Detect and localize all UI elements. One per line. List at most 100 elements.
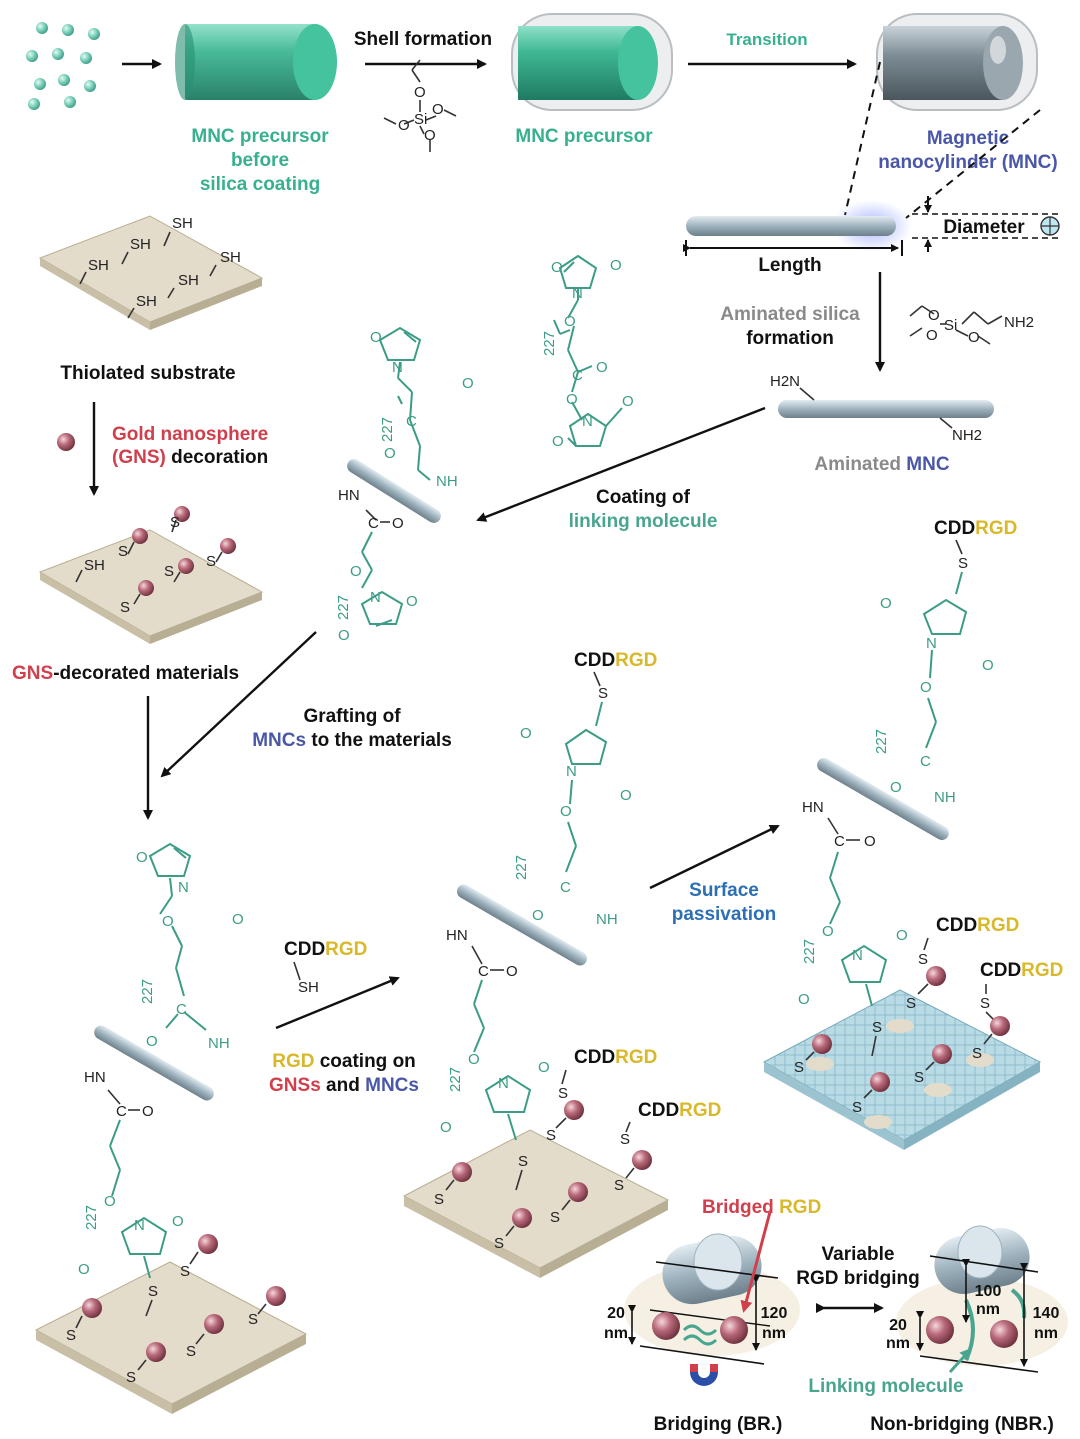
mnc-linker-o-5: O — [350, 563, 362, 580]
gns-label-line-2: (GNS) decoration — [112, 447, 268, 468]
graft-o-4: O — [146, 1033, 158, 1050]
center-repeat-1: 227 — [513, 855, 530, 880]
graft-o-5: O — [142, 1103, 154, 1120]
right-cdd-rgd-top: CDDRGD — [934, 518, 1017, 539]
gns-decoration-word: decoration — [166, 447, 268, 468]
right-o-5: O — [864, 833, 876, 850]
thiol-5: SH — [178, 272, 199, 289]
thiol-6: SH — [136, 293, 157, 310]
teos-oxygen-right: O — [432, 101, 444, 118]
right-s-8: S — [852, 1099, 862, 1116]
passivation-line-2: passivation — [672, 904, 777, 925]
grafting-mncs: MNCs — [252, 730, 306, 751]
diameter-label: Diameter — [943, 217, 1025, 238]
right-s-1: S — [872, 1019, 882, 1036]
mnc-before-line-3: silica coating — [200, 174, 320, 195]
center-cdd-top: CDD — [574, 650, 615, 671]
graft-s-6: S — [126, 1369, 136, 1386]
graft-repeat-2: 227 — [83, 1205, 100, 1230]
mnc-linker-n-2: N — [370, 589, 381, 606]
gns-sulfur-4: S — [120, 599, 130, 616]
right-c-2: C — [834, 833, 845, 850]
right-o-6: O — [822, 923, 834, 940]
center-s-4: S — [620, 1131, 630, 1148]
center-c-2: C — [478, 963, 489, 980]
center-nh: NH — [596, 911, 618, 928]
aptes-oxygen-top: O — [928, 307, 940, 324]
linker-c: C — [572, 367, 583, 384]
right-hn: HN — [802, 799, 824, 816]
graft-hn: HN — [84, 1069, 106, 1086]
gns-decorated-label: GNS-decorated materials — [12, 663, 239, 684]
mnc-linker-o-6: O — [406, 593, 418, 610]
center-repeat-2: 227 — [447, 1067, 464, 1092]
variable-line-2: RGD bridging — [796, 1268, 919, 1289]
center-o-3: O — [560, 803, 572, 820]
linker-repeat: 227 — [541, 331, 558, 356]
mnc-linker-nh: NH — [436, 473, 458, 490]
right-o-3: O — [920, 679, 932, 696]
precursor-particles — [26, 22, 100, 110]
rgd-coating-on: coating on — [314, 1051, 415, 1072]
mnc-linker-c-2: C — [368, 515, 379, 532]
center-o-2: O — [620, 787, 632, 804]
nbr-gap-unit: nm — [886, 1335, 910, 1352]
center-o-5: O — [506, 963, 518, 980]
reagent-thiol: SH — [298, 979, 319, 996]
center-o-8: O — [440, 1119, 452, 1136]
right-s-6: S — [794, 1059, 804, 1076]
graft-o-7: O — [172, 1213, 184, 1230]
linker-molecule-structure: O O N O C O O N O O 227 — [541, 254, 634, 450]
bridged-rgd-label: Bridged RGD — [702, 1197, 821, 1218]
nbr-height-unit: nm — [976, 1301, 1000, 1318]
right-s-2: S — [918, 951, 928, 968]
graft-s-1: S — [148, 1283, 158, 1300]
transition-label: Transition — [726, 30, 807, 49]
arrow-surface-passivation — [649, 824, 780, 890]
gns-sulfur-5: S — [170, 514, 180, 531]
linker-n-2: N — [582, 413, 593, 430]
variable-line-1: Variable — [822, 1244, 895, 1265]
graft-s-4: S — [66, 1327, 76, 1344]
center-s-6: S — [434, 1191, 444, 1208]
rgd-coating-mncs: MNCs — [365, 1075, 419, 1096]
magnetic-label-line-1: Magnetic — [927, 128, 1010, 149]
aminated-mnc-label: Aminated MNC — [814, 454, 949, 475]
nbr-gap-value: 20 — [889, 1317, 907, 1334]
aptes-oxygen-right: O — [968, 329, 980, 346]
reagent-rgd: RGD — [325, 939, 367, 960]
right-o-8: O — [798, 991, 810, 1008]
center-s-1: S — [518, 1153, 528, 1170]
center-o-7: O — [538, 1059, 550, 1076]
arrow-linking-molecule — [948, 1347, 973, 1374]
graft-o-2: O — [232, 911, 244, 928]
center-cdd-2: CDD — [574, 1047, 615, 1068]
thiol-3: SH — [88, 257, 109, 274]
right-s-3: S — [906, 995, 916, 1012]
center-o-6: O — [468, 1051, 480, 1068]
thiolated-substrate-label: Thiolated substrate — [60, 363, 235, 384]
graft-c-1: C — [176, 1001, 187, 1018]
gns-sulfur-2: S — [206, 553, 216, 570]
bridged-rgd-word: RGD — [779, 1197, 821, 1218]
linker-o-3: O — [564, 313, 576, 330]
right-rgd-2: RGD — [977, 915, 1019, 936]
graft-c-2: C — [116, 1103, 127, 1120]
right-repeat-1: 227 — [873, 729, 890, 754]
right-s-7: S — [914, 1069, 924, 1086]
nbr-height-value: 100 — [975, 1283, 1002, 1300]
graft-s-3: S — [248, 1311, 258, 1328]
right-cdd-3: CDD — [980, 960, 1021, 981]
aptes-structure: O O Si O NH2 — [909, 305, 1034, 346]
gold-nanosphere-icon — [57, 433, 75, 451]
mnc-rod-dimensions — [683, 196, 1060, 256]
center-s-5: S — [614, 1177, 624, 1194]
rgd-coating-and: and — [321, 1075, 365, 1096]
gns-sulfur-1: S — [118, 543, 128, 560]
arrow-grafting-diagonal — [160, 631, 317, 778]
aminated-mnc-rod: H2N NH2 — [770, 373, 994, 444]
reagent-bond — [293, 961, 301, 981]
linker-n-1: N — [572, 285, 583, 302]
gns-decorated-words: -decorated materials — [53, 663, 239, 684]
amine-left: H2N — [770, 373, 800, 390]
